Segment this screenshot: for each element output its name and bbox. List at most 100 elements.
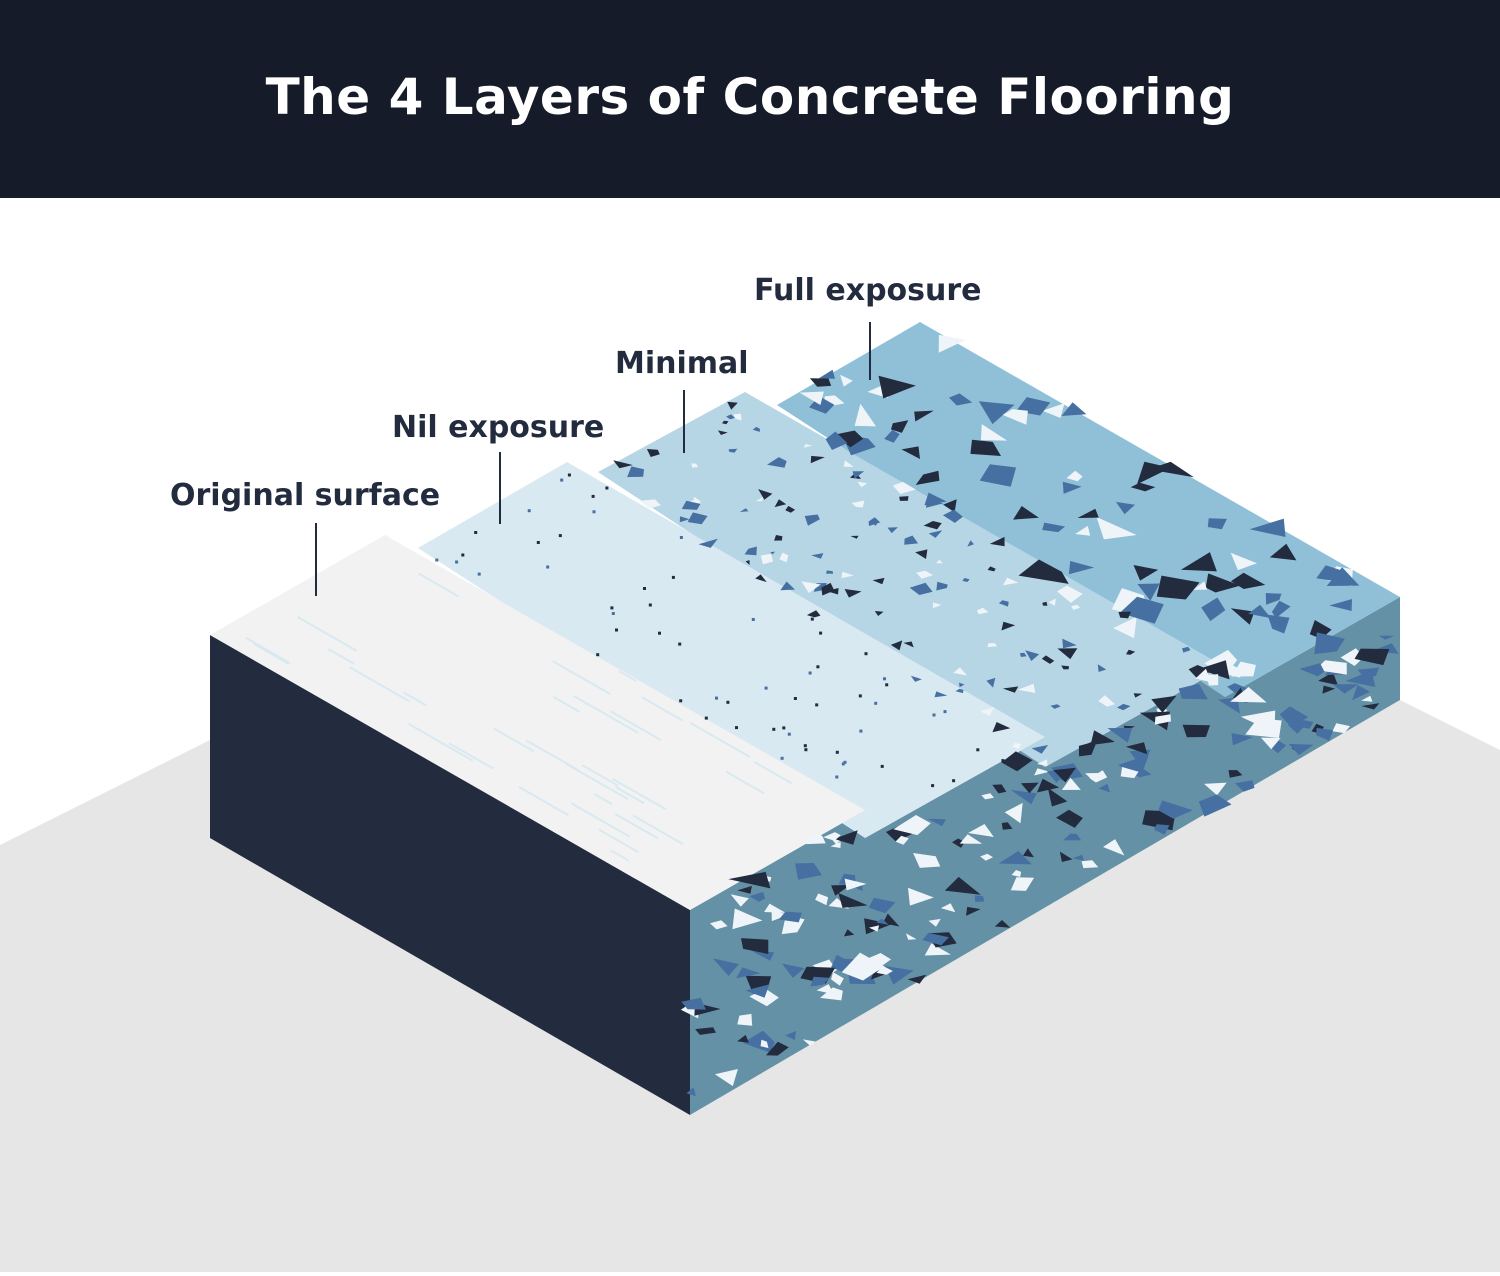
aggregate-chip xyxy=(745,984,770,998)
aggregate-chip xyxy=(843,929,855,937)
aggregate-chip xyxy=(852,471,865,479)
aggregate-chip xyxy=(1037,759,1048,766)
aggregate-chip xyxy=(760,1039,769,1049)
aggregate-chip xyxy=(979,464,1017,487)
aggregate-chip xyxy=(751,951,775,961)
aggregate-chip xyxy=(967,540,974,547)
speckle xyxy=(671,575,675,579)
aggregate-chip xyxy=(744,546,757,556)
aggregate-chip xyxy=(874,611,884,616)
aggregate-chip xyxy=(1115,501,1135,515)
aggregate-chip xyxy=(1332,684,1359,694)
surface-speckles xyxy=(435,473,1005,788)
speckle xyxy=(764,686,768,690)
aggregate-chip xyxy=(816,984,834,995)
aggregate-chip xyxy=(698,538,718,548)
aggregate-chip xyxy=(733,413,742,421)
aggregate-chip xyxy=(1260,737,1281,750)
aggregate-chip xyxy=(821,582,835,596)
aggregate-chip xyxy=(1231,733,1253,746)
aggregate-chip xyxy=(1279,706,1309,728)
speckle xyxy=(536,541,540,544)
label-full-exposure: Full exposure xyxy=(754,273,982,308)
aggregate-chip xyxy=(861,953,891,968)
page-title: The 4 Layers of Concrete Flooring xyxy=(265,68,1235,126)
aggregate-chip xyxy=(1125,742,1148,755)
aggregate-chip xyxy=(1077,508,1099,518)
aggregate-side-face xyxy=(690,597,1400,1115)
surface-streak xyxy=(610,849,630,862)
aggregate-chip xyxy=(892,481,916,494)
speckle xyxy=(527,509,531,513)
aggregate-chip xyxy=(806,833,826,845)
aggregate-chip xyxy=(710,920,728,930)
speckle xyxy=(477,572,481,576)
aggregate-chip xyxy=(932,602,942,609)
aggregate-chip xyxy=(686,1087,696,1097)
surface-streak xyxy=(493,727,535,753)
aggregate-chip xyxy=(1206,674,1219,686)
aggregate-chip xyxy=(737,885,752,894)
speckle xyxy=(592,510,596,514)
aggregate-chip xyxy=(1230,608,1255,625)
aggregate-chip xyxy=(1002,686,1019,693)
aggregate-chip xyxy=(739,508,749,512)
surface-streak xyxy=(349,666,410,703)
aggregate-chip xyxy=(809,378,832,387)
aggregate-chip xyxy=(806,610,821,618)
speckle xyxy=(455,560,459,564)
speckle xyxy=(658,631,661,635)
aggregate-chip xyxy=(966,906,981,916)
aggregate-chip xyxy=(766,1041,789,1056)
aggregate-chip xyxy=(1066,470,1083,482)
aggregate-chip xyxy=(834,430,864,448)
aggregate-chip xyxy=(1068,561,1095,575)
aggregate-chip xyxy=(785,505,796,513)
aggregate-chip xyxy=(959,682,965,688)
aggregate-chip xyxy=(820,987,843,1001)
aggregate-chip xyxy=(810,976,830,987)
aggregate-chip xyxy=(987,566,996,572)
aggregate-chip xyxy=(1207,518,1227,530)
aggregate-chip xyxy=(1332,723,1351,734)
aggregate-chip xyxy=(803,444,813,448)
aggregate-chip xyxy=(908,887,934,906)
aggregate-chip xyxy=(627,466,644,478)
aggregate-chip xyxy=(1265,593,1282,605)
aggregate-chip xyxy=(980,424,1008,441)
aggregate-chip xyxy=(1001,822,1013,830)
aggregate-chip xyxy=(1047,787,1068,807)
aggregate-chip xyxy=(928,918,941,927)
aggregate-chip xyxy=(891,420,909,433)
aggregate-chip xyxy=(1057,648,1078,660)
aggregate-chip xyxy=(980,707,995,717)
aggregate-chip xyxy=(1113,616,1137,639)
speckle xyxy=(883,677,886,681)
aggregate-chip xyxy=(1235,780,1255,792)
aggregate-chip xyxy=(934,691,948,698)
speckle xyxy=(782,726,786,730)
aggregate-chip xyxy=(764,903,786,913)
aggregate-chip xyxy=(998,850,1032,865)
aggregate-chip xyxy=(905,933,917,940)
speckle xyxy=(932,713,936,717)
aggregate-chip xyxy=(841,571,854,579)
aggregate-chip xyxy=(727,401,738,410)
speckle xyxy=(1001,759,1005,763)
aggregate-chip xyxy=(1042,522,1066,533)
minimal-exposure-top xyxy=(598,392,1225,767)
aggregate-chip xyxy=(1129,749,1151,767)
aggregate-chip xyxy=(1117,703,1131,711)
aggregate-chip xyxy=(1098,695,1115,707)
speckle xyxy=(952,779,956,783)
surface-streak xyxy=(552,660,612,696)
concrete-layers-diagram xyxy=(0,198,1500,1272)
aggregate-chip xyxy=(1050,704,1061,709)
aggregate-chip xyxy=(868,897,896,914)
aggregate-chip xyxy=(1154,714,1171,725)
aggregate-chip xyxy=(1240,710,1276,726)
aggregate-chip xyxy=(774,499,787,508)
aggregate-chip xyxy=(944,876,981,895)
surface-streak xyxy=(518,785,569,817)
aggregate-chip xyxy=(940,903,956,913)
